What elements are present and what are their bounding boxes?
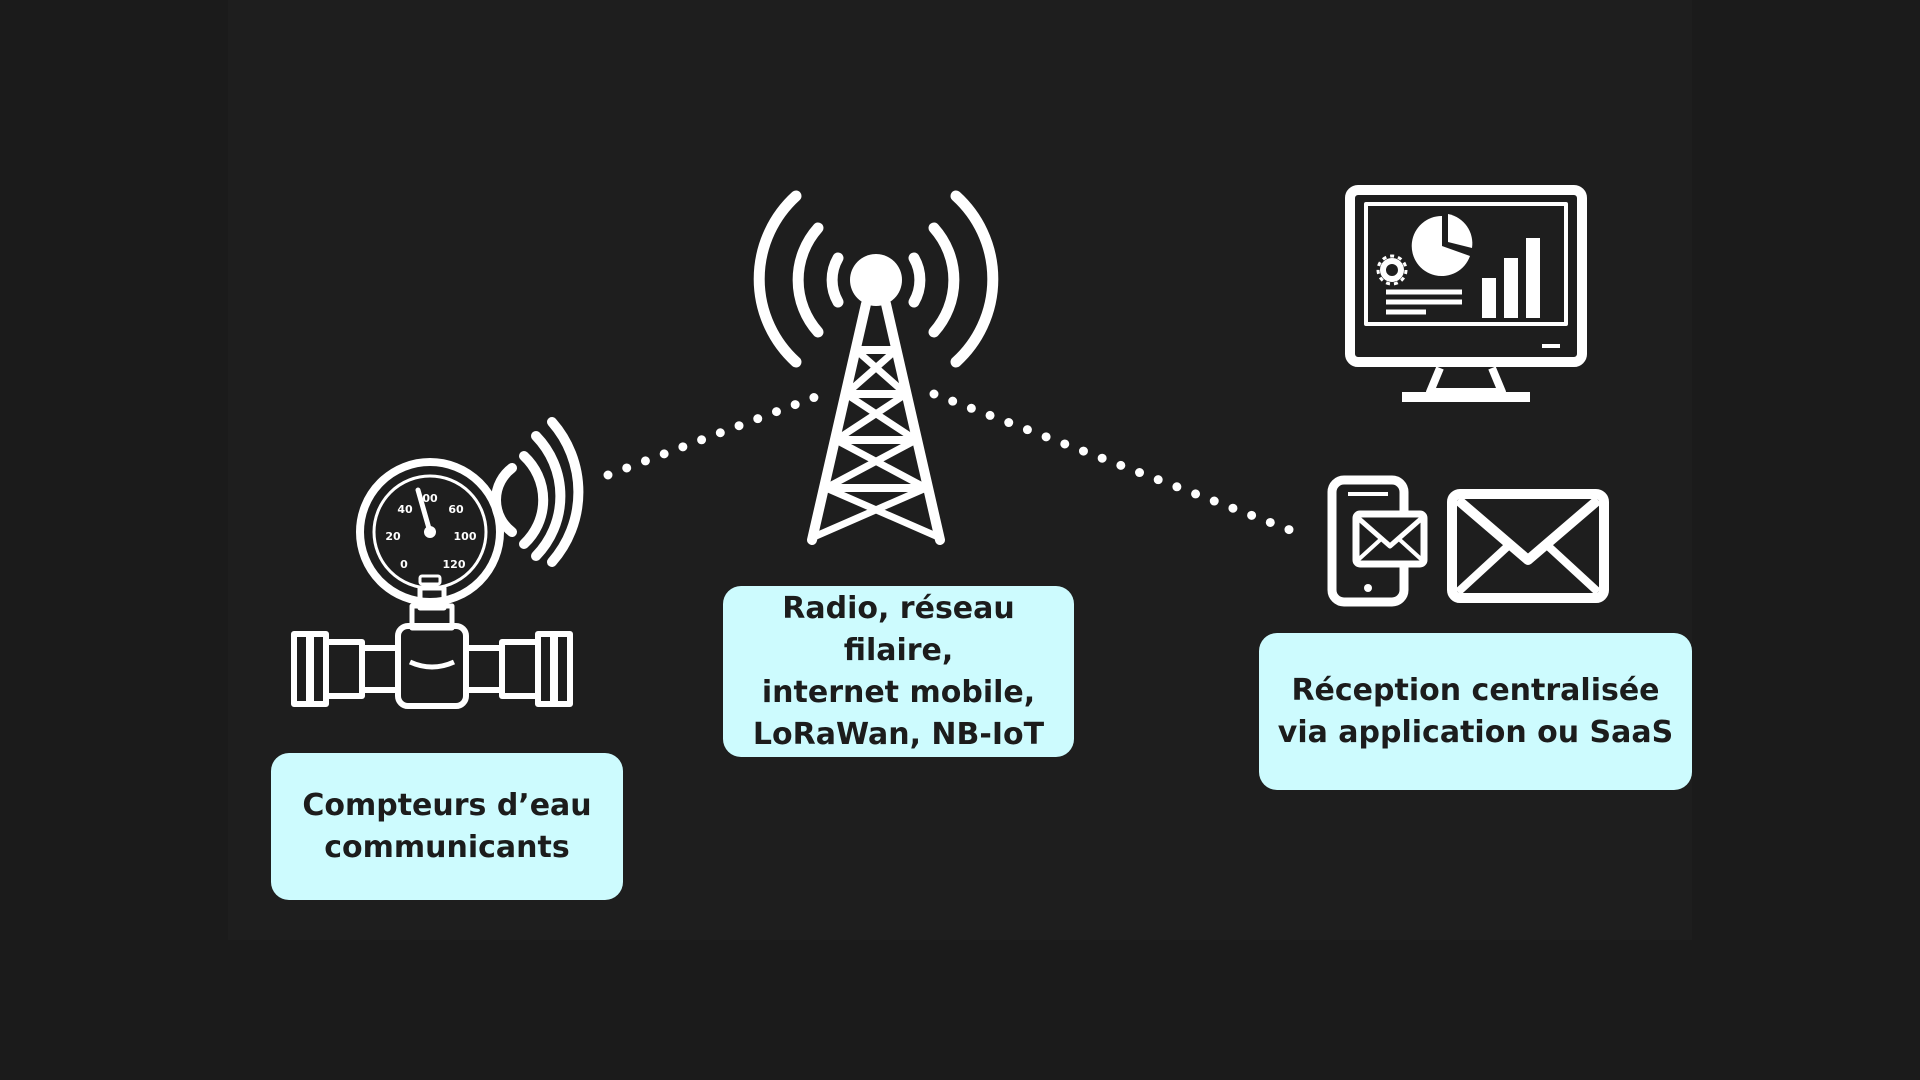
network-label-box: Radio, réseau filaire, internet mobile, …: [723, 586, 1074, 757]
network-label-line-2: internet mobile,: [761, 674, 1036, 710]
link-meter-to-network: [603, 391, 823, 480]
water-meter-icon: [291, 458, 573, 709]
meter-label: Compteurs d’eau communicants: [302, 785, 591, 869]
reception-label-box: Réception centralisée via application ou…: [1259, 633, 1692, 790]
meter-label-line-2: communicants: [324, 829, 570, 865]
meter-signal-waves: [491, 417, 584, 567]
gauge-tick-0: 0: [400, 558, 408, 571]
link-network-to-reception: [929, 389, 1295, 535]
gauge-tick-40: 40: [397, 503, 413, 516]
gauge-tick-60: 60: [448, 503, 464, 516]
gauge-tick-labels: 00 20 40 60 100 0 120: [385, 492, 476, 571]
reception-label-line-1: Réception centralisée: [1291, 672, 1660, 708]
gauge-tick-100: 100: [454, 530, 477, 543]
gauge-tick-00: 00: [422, 492, 438, 505]
reception-label-line-2: via application ou SaaS: [1277, 714, 1674, 750]
meter-label-box: Compteurs d’eau communicants: [271, 753, 623, 900]
meter-label-line-1: Compteurs d’eau: [302, 787, 592, 823]
network-label-line-1: Radio, réseau filaire,: [782, 590, 1015, 668]
reception-label: Réception centralisée via application ou…: [1278, 670, 1673, 754]
gauge-tick-120: 120: [443, 558, 466, 571]
monitor-dashboard-icon: [1345, 185, 1587, 402]
antenna-tower-icon: [753, 190, 999, 545]
network-label: Radio, réseau filaire, internet mobile, …: [741, 588, 1056, 756]
gauge-tick-20: 20: [385, 530, 401, 543]
envelope-icon: [1447, 489, 1609, 603]
network-label-line-3: LoRaWan, NB-IoT: [752, 716, 1045, 752]
smartphone-mail-icon: [1327, 475, 1428, 607]
